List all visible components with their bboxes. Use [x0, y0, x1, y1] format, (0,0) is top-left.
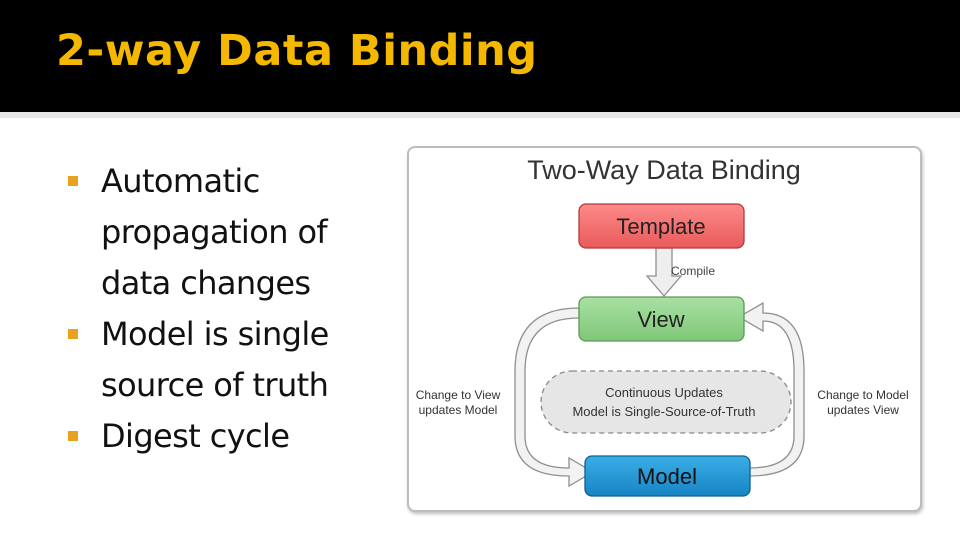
title-bar: 2-way Data Binding	[0, 0, 960, 112]
diagram-title: Two-Way Data Binding	[527, 155, 801, 185]
bullet-list: Automatic propagation of data changes Mo…	[66, 156, 376, 462]
bullet-line: data changes	[101, 264, 311, 302]
template-box	[578, 203, 745, 249]
bullet-line: Digest cycle	[101, 417, 290, 455]
bullet-line: source of truth	[101, 366, 329, 404]
template-label: Template	[616, 214, 705, 239]
bullet-square-icon	[68, 431, 78, 441]
right-loop-arrow	[737, 301, 805, 477]
model-label: Model	[637, 464, 697, 489]
left-label-line-2: updates Model	[419, 403, 498, 417]
bullet-square-icon	[68, 176, 78, 186]
right-label-line-2: updates View	[827, 403, 899, 417]
view-label: View	[637, 307, 684, 332]
center-line-2: Model is Single-Source-of-Truth	[572, 404, 755, 419]
compile-label: Compile	[671, 264, 715, 278]
view-box	[578, 296, 745, 342]
center-line-1: Continuous Updates	[605, 385, 723, 400]
bullet-item: Model is single source of truth	[66, 309, 376, 411]
continuous-updates-box	[540, 370, 792, 434]
bullet-item: Automatic propagation of data changes	[66, 156, 376, 309]
bullet-item: Digest cycle	[66, 411, 376, 462]
right-label-line-1: Change to Model	[817, 388, 908, 402]
two-way-binding-diagram: Two-Way Data Binding Compile Template Vi…	[416, 155, 909, 497]
bullet-line: Model is single	[101, 315, 329, 353]
bullet-line: Automatic	[101, 162, 260, 200]
compile-arrow	[645, 247, 683, 298]
bullet-square-icon	[68, 329, 78, 339]
slide-title: 2-way Data Binding	[56, 26, 538, 76]
model-box	[584, 455, 751, 497]
title-divider	[0, 112, 960, 118]
bullet-line: propagation of	[101, 213, 328, 251]
left-label-line-1: Change to View	[416, 388, 501, 402]
